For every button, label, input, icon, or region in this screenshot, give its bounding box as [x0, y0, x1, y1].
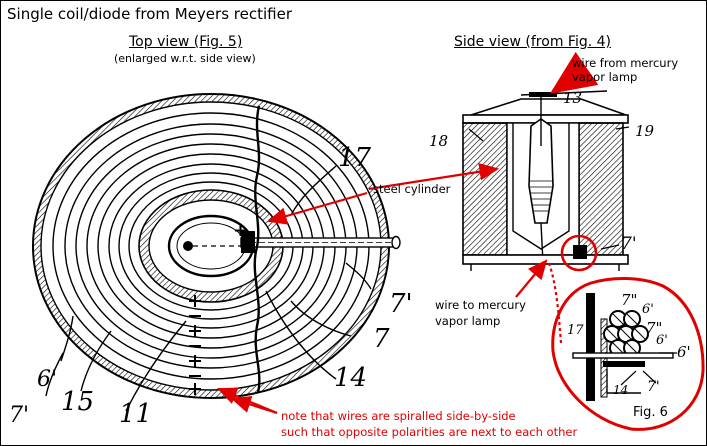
label-6-prime: 6': [37, 367, 58, 392]
annotation-steel-cylinder: steel cylinder: [373, 182, 451, 196]
page-title: Single coil/diode from Meyers rectifier: [7, 5, 292, 23]
annotation-note-line1: note that wires are spiralled side-by-si…: [281, 409, 516, 423]
fig6-label-6c: 6': [677, 343, 691, 361]
label-19: 19: [635, 122, 655, 140]
fig6-label-14: 14: [613, 383, 629, 397]
label-14: 14: [334, 363, 368, 393]
annotation-arrows: [216, 51, 599, 415]
top-view-heading: Top view (Fig. 5): [129, 34, 243, 50]
fig6-detail: [547, 262, 705, 431]
label-7-prime-left: 7': [9, 403, 30, 428]
annotation-note-line2: such that opposite polarities are next t…: [281, 425, 578, 439]
annotation-wire-to-line1: wire to mercury: [435, 298, 526, 312]
label-7-prime-right: 7': [389, 289, 413, 319]
top-view-coil: +: [32, 93, 401, 412]
fig6-label-7b: 7": [646, 319, 663, 337]
annotation-wire-from-line1: wire from mercury: [572, 56, 679, 70]
label-11: 11: [119, 399, 153, 429]
side-view-heading: Side view (from Fig. 4): [454, 34, 611, 50]
top-view-subheading: (enlarged w.r.t. side view): [114, 52, 256, 65]
fig6-label-6a: 6': [642, 302, 654, 317]
label-18: 18: [429, 132, 449, 150]
label-15: 15: [61, 387, 95, 417]
fig6-caption: Fig. 6: [633, 405, 668, 420]
label-7-prime-side: 7': [621, 234, 637, 254]
fig6-label-7a: 7": [621, 291, 638, 309]
label-17: 17: [338, 143, 372, 173]
label-13: 13: [563, 89, 583, 107]
fig6-label-7-prime: 7': [647, 379, 660, 395]
label-7-right: 7: [373, 324, 390, 354]
side-view-coil: [462, 90, 630, 271]
annotation-wire-from-line2: vapor lamp: [572, 70, 638, 84]
fig6-label-17: 17: [567, 323, 584, 338]
annotation-wire-to-line2: vapor lamp: [435, 314, 501, 328]
fig6-label-6b: 6': [656, 333, 668, 348]
